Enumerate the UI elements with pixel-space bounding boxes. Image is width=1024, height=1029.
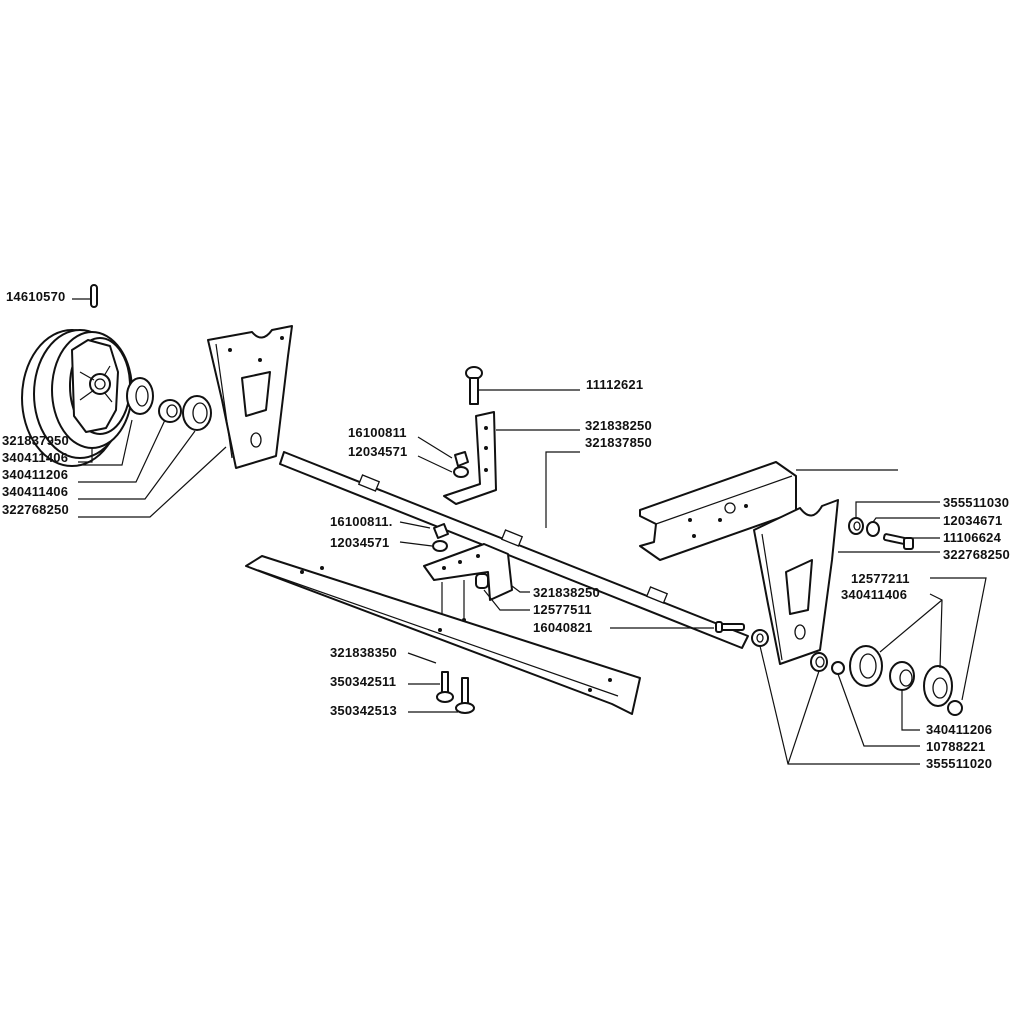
part-number-355511030: 355511030 xyxy=(943,495,1010,510)
part-number-340411206-b: 340411206 xyxy=(926,722,993,737)
part-number-16100811-a: 16100811 xyxy=(348,425,407,440)
channel-crossbar xyxy=(639,461,898,561)
right-bearing-stack xyxy=(751,577,987,765)
part-number-12034571-b: 12034571 xyxy=(330,535,390,550)
part-number-350342513: 350342513 xyxy=(330,703,397,718)
part-number-12034571-a: 12034571 xyxy=(348,444,408,459)
part-number-321838350: 321838350 xyxy=(330,645,397,660)
part-number-321837950: 321837950 xyxy=(2,433,69,448)
part-number-12577211: 12577211 xyxy=(851,571,910,586)
part-number-350342511: 350342511 xyxy=(330,674,397,689)
part-number-12577511: 12577511 xyxy=(533,602,592,617)
part-number-322768250-b: 322768250 xyxy=(943,547,1010,562)
part-number-321838250-a: 321838250 xyxy=(585,418,652,433)
part-number-10788221: 10788221 xyxy=(926,739,986,754)
part-number-321837850: 321837850 xyxy=(585,435,652,450)
left-support-bracket xyxy=(207,325,293,469)
left-bearing-stack xyxy=(78,377,227,518)
part-number-340411406-b: 340411406 xyxy=(2,484,69,499)
part-number-16100811-b: 16100811. xyxy=(330,514,393,529)
screws-bottom xyxy=(408,671,475,714)
right-support-bracket xyxy=(753,499,940,665)
part-number-12034671: 12034671 xyxy=(943,513,1003,528)
main-shaft xyxy=(279,451,749,649)
part-number-322768250-a: 322768250 xyxy=(2,502,69,517)
part-number-14610570: 14610570 xyxy=(6,289,66,304)
part-number-355511020: 355511020 xyxy=(926,756,993,771)
bolt-top xyxy=(465,366,580,405)
part-number-340411406-a: 340411406 xyxy=(2,450,69,465)
pin-part xyxy=(72,284,98,308)
part-number-321838250-b: 321838250 xyxy=(533,585,600,600)
lower-angle-bracket xyxy=(399,521,530,628)
part-number-11112621: 11112621 xyxy=(586,377,644,392)
part-number-16040821: 16040821 xyxy=(533,620,593,635)
right-fastener-stack xyxy=(848,501,940,550)
upper-angle-bracket xyxy=(417,411,580,505)
drum-wheel-part xyxy=(21,329,133,467)
part-number-340411406-c: 340411406 xyxy=(841,587,908,602)
flat-bar xyxy=(245,555,641,715)
bolt-16040821 xyxy=(610,621,745,633)
part-number-340411206-a: 340411206 xyxy=(2,467,69,482)
part-number-11106624: 11106624 xyxy=(943,530,1002,545)
